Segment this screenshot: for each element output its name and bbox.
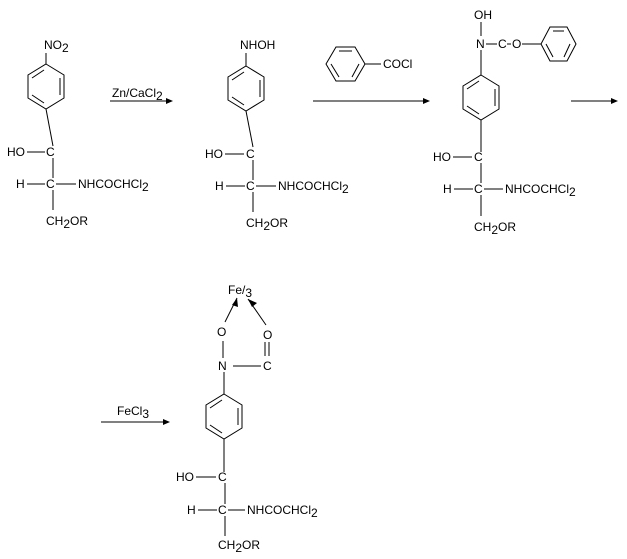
amide-group-label: NHCOCHCl2 — [278, 179, 349, 196]
hydrogen-label: H — [187, 503, 196, 517]
hydroxyl-label: HO — [205, 147, 223, 161]
compound-3: OH N C O HO C H C NHCOCHCl2 CH2OR — [433, 8, 577, 237]
hydroxyl-label: HO — [7, 145, 25, 159]
carbon-label: C — [218, 503, 227, 517]
carbon-label: C — [46, 145, 55, 159]
nitrogen-label: N — [476, 37, 485, 51]
ring-oxygen-label: O — [263, 328, 272, 342]
amide-group-label: NHCOCHCl2 — [78, 177, 149, 194]
carbon-label: C — [246, 147, 255, 161]
compound-1: NO2 HO C H C NHCOCHCl2 CH2OR — [7, 38, 149, 231]
reaction-arrow-2: COCl — [313, 46, 430, 104]
hydroxylamine-group-label: NHOH — [240, 38, 275, 52]
bond-ring-carbon — [245, 110, 254, 148]
phenyl-ring — [540, 26, 577, 62]
carbon-label: C — [474, 182, 483, 196]
bond-ring-carbon — [45, 108, 54, 147]
amide-group-label: NHCOCHCl2 — [505, 182, 576, 199]
benzoyl-chloride-reagent: COCl — [325, 46, 412, 82]
hydrogen-label: H — [16, 177, 25, 191]
bridge-oxygen-label: O — [512, 37, 521, 51]
carbon-label: C — [474, 150, 483, 164]
reagent-label: FeCl3 — [117, 404, 149, 421]
hydrogen-label: H — [443, 182, 452, 196]
reaction-arrow-4: FeCl3 — [101, 404, 170, 425]
acyl-chloride-label: COCl — [383, 57, 412, 71]
hydroxyl-label: HO — [176, 470, 194, 484]
n-hydroxy-label: OH — [474, 8, 492, 22]
benzene-ring — [27, 63, 65, 110]
benzene-ring — [462, 74, 500, 121]
reaction-arrow-1: Zn/CaCl2 — [110, 86, 173, 104]
carbon-label: C — [246, 179, 255, 193]
ring-oxygen-label: O — [217, 325, 226, 339]
ester-group-label: CH2OR — [46, 214, 88, 231]
ester-group-label: CH2OR — [246, 216, 288, 233]
reagent-label: Zn/CaCl2 — [112, 86, 163, 103]
amide-group-label: NHCOCHCl2 — [247, 503, 318, 520]
benzene-ring — [205, 393, 243, 440]
ester-group-label: CH2OR — [218, 538, 260, 555]
compound-4: Fe/3 O O N C HO C H C NHCOCHCl2 CH2OR — [176, 283, 318, 555]
benzene-ring — [325, 46, 366, 82]
reaction-arrow-3 — [571, 98, 618, 104]
carbonyl-carbon-label: C — [498, 37, 507, 51]
hydroxyl-label: HO — [433, 150, 451, 164]
hydrogen-label: H — [215, 179, 224, 193]
carbon-label: C — [218, 470, 227, 484]
iron-center-label: Fe/3 — [228, 283, 252, 300]
carbon-label: C — [46, 177, 55, 191]
nitrogen-label: N — [218, 359, 227, 373]
nitro-group-label: NO2 — [44, 38, 69, 55]
compound-2: NHOH HO C H C NHCOCHCl2 CH2OR — [205, 38, 349, 233]
carbonyl-carbon-label: C — [263, 359, 272, 373]
ester-group-label: CH2OR — [474, 220, 516, 237]
benzene-ring — [227, 65, 265, 112]
